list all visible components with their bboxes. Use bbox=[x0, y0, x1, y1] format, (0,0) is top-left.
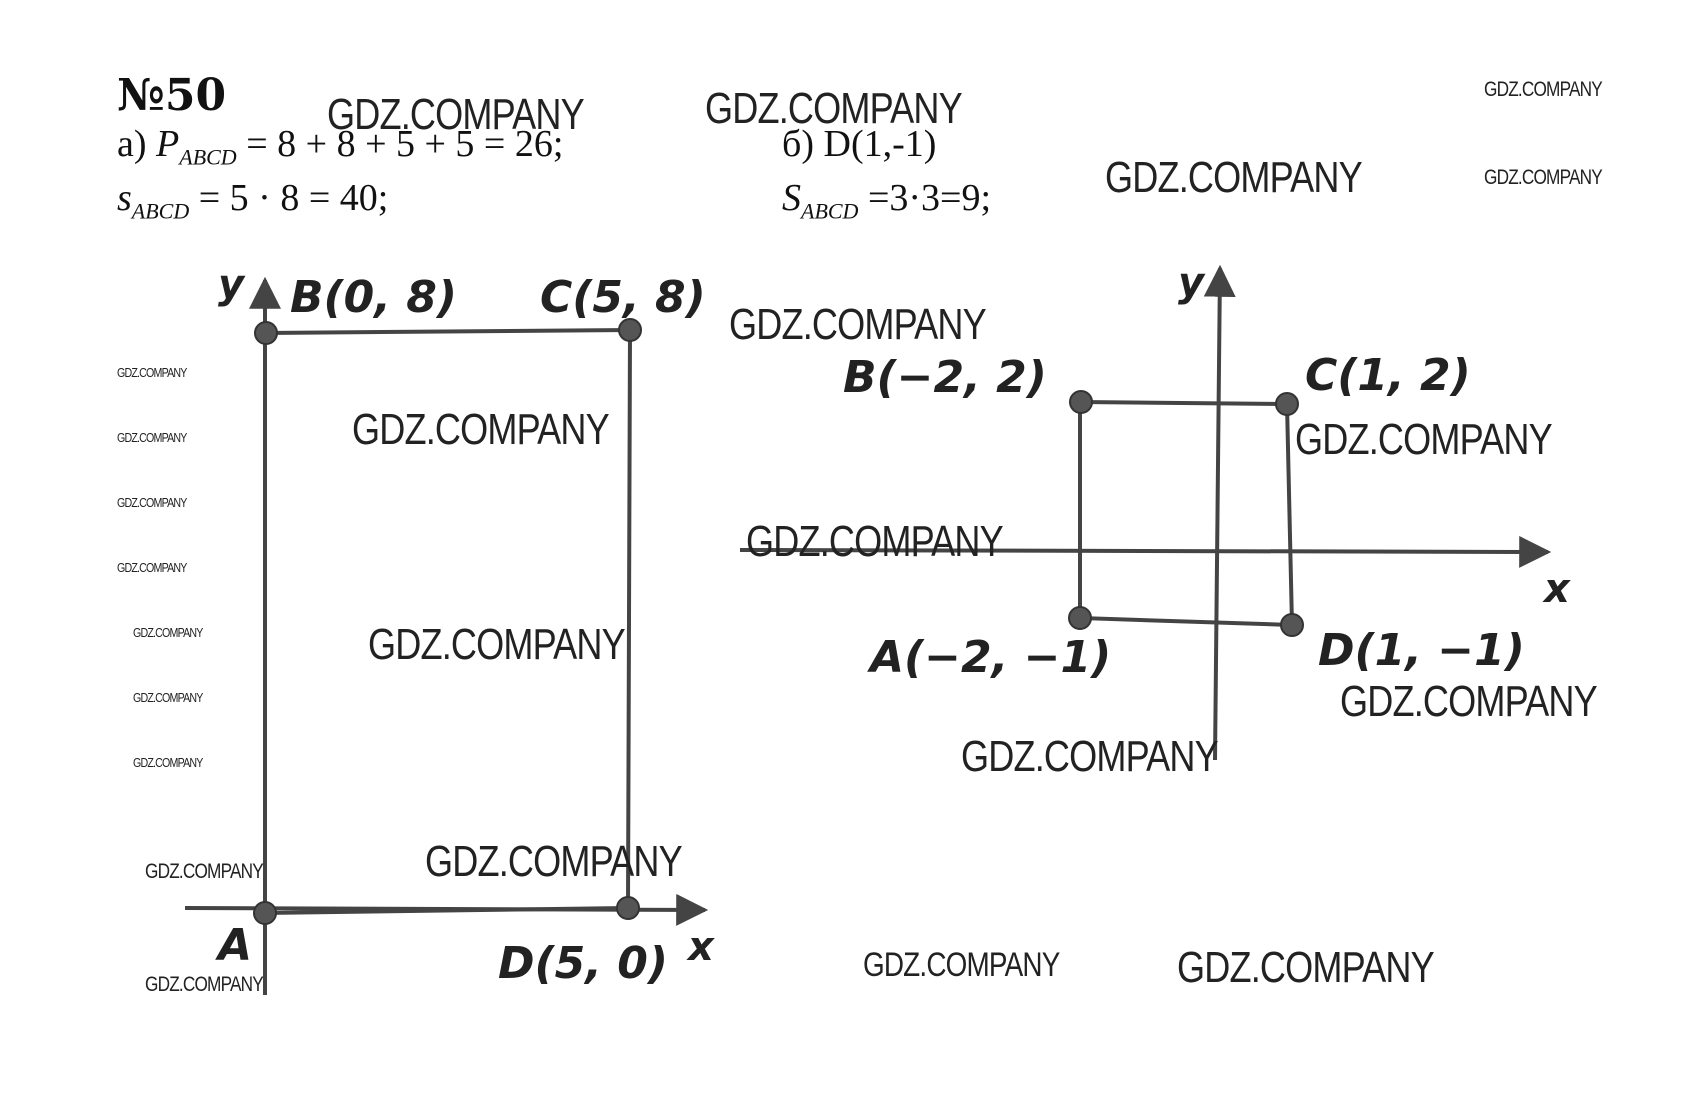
fig-a-label-d: D(5, 0) bbox=[498, 938, 668, 989]
watermark: GDZ.COMPANY bbox=[133, 625, 203, 640]
watermark: GDZ.COMPANY bbox=[863, 946, 1060, 984]
watermark: GDZ.COMPANY bbox=[425, 837, 683, 886]
fig-b-x-axis bbox=[739, 535, 1552, 568]
watermark: GDZ.COMPANY bbox=[117, 430, 187, 445]
part-b-point: б) D(1,-1) bbox=[782, 122, 936, 166]
area-a-expression: = 5 · 8 = 40; bbox=[198, 177, 389, 219]
watermark: GDZ.COMPANY bbox=[729, 300, 987, 349]
watermark: GDZ.COMPANY bbox=[327, 90, 585, 139]
area-b-subscript: ABCD bbox=[801, 198, 859, 224]
fig-b-y-axis bbox=[1203, 264, 1236, 761]
part-b-area: SABCD =3·3=9; bbox=[782, 176, 991, 225]
fig-a-point-a bbox=[253, 901, 277, 925]
area-b-symbol: S bbox=[782, 177, 801, 219]
watermark: GDZ.COMPANY bbox=[1484, 166, 1603, 189]
problem-number: №50 bbox=[117, 70, 227, 121]
fig-b-point-c bbox=[1275, 392, 1299, 416]
watermark: GDZ.COMPANY bbox=[145, 860, 264, 883]
fig-b-label-c: C(1, 2) bbox=[1305, 350, 1471, 401]
perimeter-symbol: P bbox=[156, 123, 180, 165]
figure-a: y x B(0, 8) C(5, 8) A D(5, 0) bbox=[184, 262, 715, 995]
fig-b-rectangle bbox=[1078, 399, 1295, 628]
watermark: GDZ.COMPANY bbox=[368, 620, 626, 669]
watermark: GDZ.COMPANY bbox=[1340, 677, 1598, 726]
fig-b-x-label: x bbox=[1542, 566, 1571, 612]
watermark: GDZ.COMPANY bbox=[145, 973, 264, 996]
fig-b-point-d bbox=[1280, 613, 1304, 637]
watermark: GDZ.COMPANY bbox=[133, 690, 203, 705]
watermark: GDZ.COMPANY bbox=[746, 517, 1004, 566]
area-a-subscript: ABCD bbox=[131, 198, 190, 224]
fig-a-y-label: y bbox=[218, 262, 246, 308]
area-a-symbol: s bbox=[117, 177, 132, 219]
watermark: GDZ.COMPANY bbox=[117, 365, 187, 380]
watermark: GDZ.COMPANY bbox=[352, 405, 610, 454]
area-b-expression: =3·3=9; bbox=[867, 177, 992, 219]
fig-b-y-label: y bbox=[1178, 260, 1206, 306]
part-a-perimeter: а) PABCD = 8 + 8 + 5 + 5 = 26; bbox=[117, 122, 563, 171]
point-d-coords: D(1,-1) bbox=[823, 123, 937, 165]
perimeter-subscript: ABCD bbox=[179, 144, 237, 170]
part-a-prefix: а) bbox=[117, 123, 147, 165]
fig-a-label-b: B(0, 8) bbox=[290, 272, 457, 323]
fig-a-point-d bbox=[616, 896, 640, 920]
fig-b-point-a bbox=[1068, 606, 1092, 630]
watermark: GDZ.COMPANY bbox=[1295, 415, 1553, 464]
fig-b-label-d: D(1, −1) bbox=[1318, 625, 1525, 676]
fig-a-point-b bbox=[254, 321, 278, 345]
watermark: GDZ.COMPANY bbox=[961, 732, 1219, 781]
watermark: GDZ.COMPANY bbox=[1484, 78, 1603, 101]
watermark: GDZ.COMPANY bbox=[117, 495, 187, 510]
perimeter-expression: = 8 + 8 + 5 + 5 = 26; bbox=[246, 123, 564, 165]
watermark: GDZ.COMPANY bbox=[1105, 153, 1363, 202]
watermark: GDZ.COMPANY bbox=[1177, 943, 1435, 992]
fig-b-label-b: B(−2, 2) bbox=[843, 352, 1047, 403]
part-a-area: sABCD = 5 · 8 = 40; bbox=[117, 176, 388, 225]
watermark: GDZ.COMPANY bbox=[117, 560, 187, 575]
watermark: GDZ.COMPANY bbox=[133, 755, 203, 770]
fig-a-label-a: A bbox=[215, 920, 252, 971]
watermark: GDZ.COMPANY bbox=[705, 84, 963, 133]
figure-b: y x B(−2, 2) C(1, 2) A(−2, −1) D(1, −1) bbox=[739, 260, 1571, 761]
fig-a-point-c bbox=[618, 318, 642, 342]
fig-a-label-c: C(5, 8) bbox=[540, 272, 706, 323]
fig-b-label-a: A(−2, −1) bbox=[867, 632, 1111, 683]
fig-a-x-label: x bbox=[686, 924, 715, 970]
part-b-prefix: б) bbox=[782, 123, 814, 165]
fig-b-point-b bbox=[1069, 390, 1093, 414]
